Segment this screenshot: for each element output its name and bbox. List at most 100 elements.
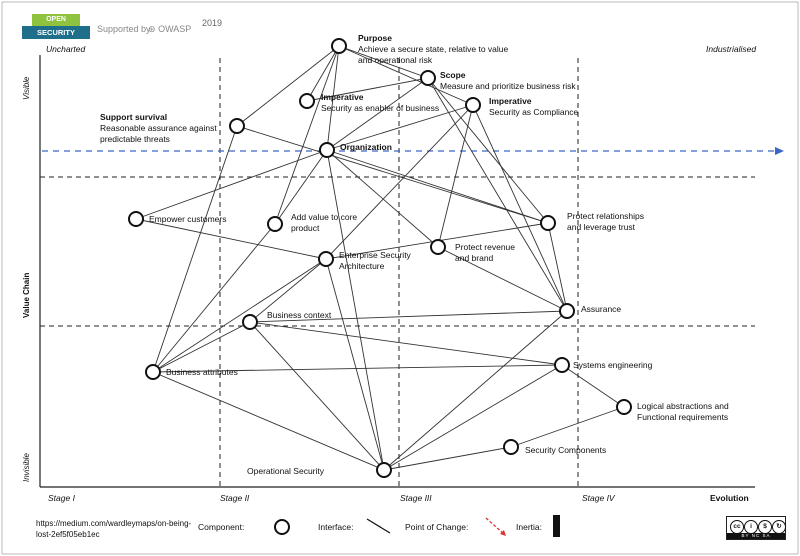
legend-interface-label: Interface: xyxy=(318,522,354,532)
owasp-logo-text: ⊛ OWASP xyxy=(148,24,191,35)
cc-sa-icon: ↻ xyxy=(772,520,786,534)
component-node-protect[interactable] xyxy=(540,215,556,231)
interface-line-assurance-opsec xyxy=(383,310,568,471)
year-label: 2019 xyxy=(202,18,223,28)
interface-line-logical-seccomp xyxy=(510,406,625,448)
creative-commons-license-badge: cc i $ ↻ BY NC SA xyxy=(726,516,786,540)
component-node-organization[interactable] xyxy=(319,142,335,158)
component-label-business-context: Business context xyxy=(267,310,332,320)
component-label-add-value: Add value to core product xyxy=(291,212,358,233)
component-label-imperative-enabler: Imperative Security as enabler of busine… xyxy=(321,92,439,114)
interface-line-syseng-opsec xyxy=(383,364,563,471)
component-node-support[interactable] xyxy=(229,118,245,134)
purpose-desc: Achieve a secure state, relative to valu… xyxy=(358,44,509,65)
component-node-scope[interactable] xyxy=(420,70,436,86)
interface-line-attributes-syseng xyxy=(152,364,563,373)
stage-3-label: Stage III xyxy=(400,493,432,503)
component-node-purpose[interactable] xyxy=(331,38,347,54)
interface-line-purpose-support xyxy=(236,45,340,127)
interface-line-support-protect xyxy=(236,125,549,224)
stage-1-label: Stage I xyxy=(48,493,75,503)
interface-line-purpose-addvalue xyxy=(274,45,340,225)
component-node-seccomp[interactable] xyxy=(503,439,519,455)
logo-line-1: OPEN xyxy=(32,14,80,26)
support-desc: Reasonable assurance against predictable… xyxy=(100,123,217,144)
interface-line-context-attributes xyxy=(152,321,251,373)
supported-by-text: Supported by xyxy=(97,24,151,34)
interface-line-esa-attributes xyxy=(152,258,327,373)
legend-interface-icon xyxy=(366,518,391,534)
interface-line-context-syseng xyxy=(249,321,563,366)
imperative2-desc: Security as Compliance xyxy=(489,107,579,117)
purpose-title: Purpose xyxy=(358,33,393,43)
component-label-logical-abstractions: Logical abstractions and Functional requ… xyxy=(637,401,729,422)
component-nodes xyxy=(128,38,632,478)
cc-license-text: BY NC SA xyxy=(727,533,785,539)
support-title: Support survival xyxy=(100,112,168,122)
interface-line-organization-empower xyxy=(135,149,328,220)
y-axis-top-label: Visible xyxy=(22,76,31,100)
component-node-empower[interactable] xyxy=(128,211,144,227)
component-label-protect-relationships: Protect relationships and leverage trust xyxy=(567,211,645,232)
component-label-operational-security: Operational Security xyxy=(247,466,325,476)
cc-icon: cc xyxy=(730,520,744,534)
component-label-esa: Enterprise Security Architecture xyxy=(339,250,411,271)
component-node-opsec[interactable] xyxy=(376,462,392,478)
visibility-arrowhead xyxy=(775,147,784,155)
interface-line-purpose-scope xyxy=(338,45,429,79)
interface-line-syseng-logical xyxy=(561,364,625,408)
component-label-support-survival: Support survival Reasonable assurance ag… xyxy=(100,112,222,145)
uncharted-label: Uncharted xyxy=(46,44,86,54)
interface-line-context-opsec xyxy=(249,321,385,471)
component-label-empower: Empower customers xyxy=(149,214,227,224)
interface-line-purpose-imperative2 xyxy=(338,45,474,106)
legend-change-arrowhead xyxy=(500,530,506,536)
open-security-summit-logo: OPEN SECURITY SUMMIT xyxy=(22,14,94,50)
cc-nc-icon: $ xyxy=(758,520,772,534)
component-label-systems-engineering: Systems engineering xyxy=(573,360,653,370)
component-node-imperative1[interactable] xyxy=(299,93,315,109)
component-node-attributes[interactable] xyxy=(145,364,161,380)
legend-inertia-icon xyxy=(553,515,560,537)
interface-line-organization-revenue xyxy=(326,149,439,248)
interface-line-imperative2-revenue xyxy=(437,104,474,248)
stage-2-label: Stage II xyxy=(220,493,250,503)
component-node-imperative2[interactable] xyxy=(465,97,481,113)
component-label-security-components: Security Components xyxy=(525,445,607,455)
component-node-revenue[interactable] xyxy=(430,239,446,255)
source-url-link[interactable]: https://medium.com/wardleymaps/on-being-… xyxy=(36,519,192,539)
component-node-assurance[interactable] xyxy=(559,303,575,319)
imperative1-title: Imperative xyxy=(321,92,364,102)
interface-line-purpose-imperative1 xyxy=(306,45,340,102)
interface-line-seccomp-opsec xyxy=(383,446,512,471)
component-node-syseng[interactable] xyxy=(554,357,570,373)
component-node-esa[interactable] xyxy=(318,251,334,267)
interface-line-scope-imperative1 xyxy=(306,77,429,102)
stage-4-label: Stage IV xyxy=(582,493,615,503)
interface-line-organization-addvalue xyxy=(274,149,328,225)
interface-line-organization-opsec xyxy=(326,149,385,471)
component-label-organization: Organization xyxy=(340,142,392,152)
logo-line-2: SECURITY SUMMIT xyxy=(22,26,90,50)
interface-line-esa-opsec xyxy=(325,258,385,471)
legend-component-label: Component: xyxy=(198,522,245,532)
component-node-context[interactable] xyxy=(242,314,258,330)
interface-line-empower-esa xyxy=(135,218,327,260)
component-node-addvalue[interactable] xyxy=(267,216,283,232)
interface-line-purpose-organization xyxy=(326,45,340,151)
interface-line-organization-protect xyxy=(326,149,549,224)
x-axis-label: Evolution xyxy=(710,493,749,503)
component-label-assurance: Assurance xyxy=(581,304,622,314)
component-node-logical[interactable] xyxy=(616,399,632,415)
imperative1-desc: Security as enabler of business xyxy=(321,103,440,113)
interface-line-addvalue-attributes xyxy=(152,223,276,373)
scope-desc: Measure and prioritize business risk xyxy=(440,81,576,91)
owasp-label: OWASP xyxy=(158,24,192,34)
interface-lines xyxy=(135,45,625,471)
interface-line-scope-protect xyxy=(427,77,549,224)
owasp-icon: ⊛ xyxy=(148,24,156,34)
scope-title: Scope xyxy=(440,70,466,80)
interface-line-esa-context xyxy=(249,258,327,323)
interface-line-imperative2-organization xyxy=(326,104,474,151)
